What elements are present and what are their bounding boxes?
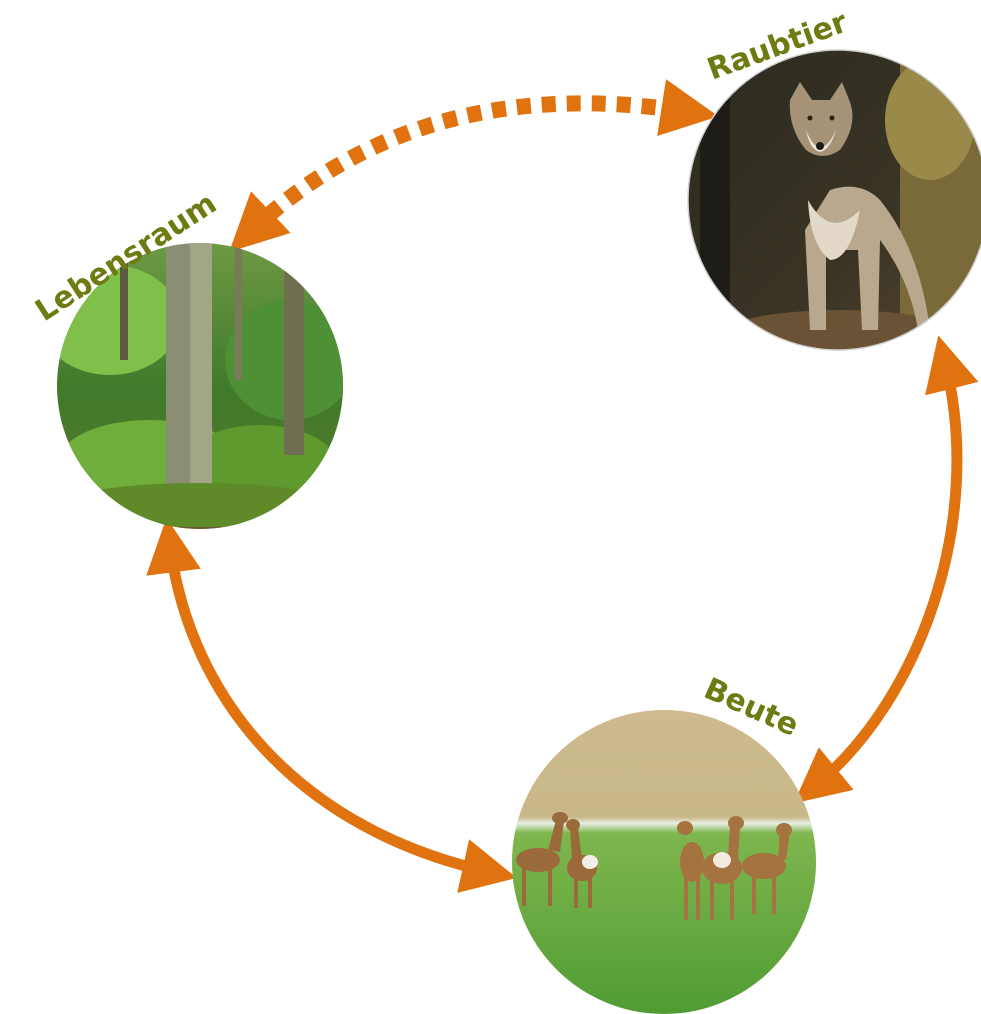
prey-node: Beute [512, 671, 816, 1014]
deer-photo-icon [512, 710, 816, 1014]
arrow-habitat-predator [229, 79, 719, 252]
habitat-node: Lebensraum [29, 186, 343, 529]
arrow-predator-prey [793, 335, 979, 804]
predator-node: Raubtier [687, 5, 981, 351]
arrow-prey-habitat [146, 517, 517, 893]
wolf-photo-icon [688, 50, 981, 350]
